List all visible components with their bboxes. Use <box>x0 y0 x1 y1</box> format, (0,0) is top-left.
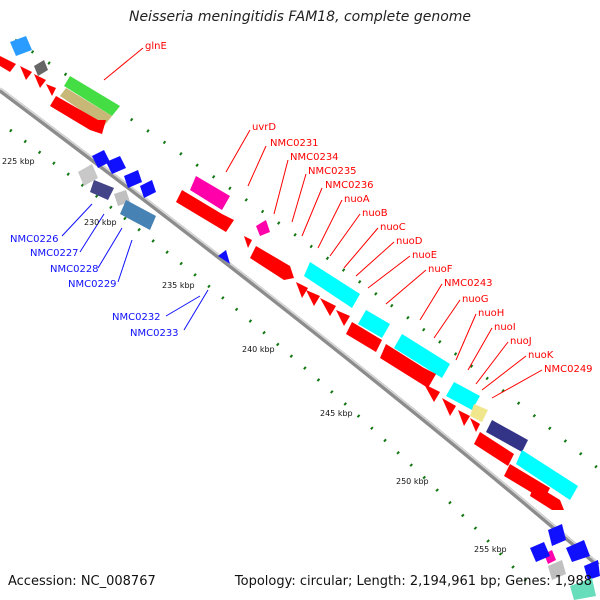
cds-red-arrow <box>0 56 16 72</box>
feature-blue-small <box>10 36 32 56</box>
leader-lines-blue <box>61 203 209 331</box>
tick-label: 250 kbp <box>396 477 429 486</box>
gene-label: NMC0249 <box>544 364 593 375</box>
cds-red-arrow <box>20 66 32 80</box>
cds-nuo <box>474 432 514 466</box>
gene-label: nuoD <box>396 236 423 247</box>
gene-label: nuoE <box>412 250 437 261</box>
tick-label: 255 kbp <box>474 545 507 554</box>
feature-navy <box>486 420 528 452</box>
feature-cyan <box>446 382 480 410</box>
tick-label: 230 kbp <box>84 218 117 227</box>
feature-steel <box>120 200 156 230</box>
cds-red-arrow <box>34 74 46 88</box>
feature-cyan <box>304 262 360 308</box>
gene-label: NMC0231 <box>270 138 319 149</box>
cds-nuo <box>320 298 336 316</box>
gene-label: NMC0232 <box>112 312 161 323</box>
gene-label: glnE <box>145 41 167 52</box>
feature-gray-box <box>34 60 48 76</box>
gene-label: nuoK <box>528 350 554 361</box>
cds-blue <box>124 170 142 188</box>
cds-nuo <box>458 410 470 426</box>
genome-stats-text: Topology: circular; Length: 2,194,961 bp… <box>234 574 592 589</box>
gene-label: nuoC <box>380 222 406 233</box>
feature-magenta <box>190 176 230 210</box>
cds-nuo <box>296 282 308 298</box>
cds-blue <box>106 156 126 174</box>
gene-label: nuoA <box>344 194 370 205</box>
cds-nuo <box>470 418 480 432</box>
cds-nuo <box>336 310 350 326</box>
cds-nuo <box>442 398 456 416</box>
gene-label: NMC0227 <box>30 248 79 259</box>
cds-uvrD <box>176 190 234 232</box>
cds-red-arrow <box>46 84 56 96</box>
accession-text: Accession: NC_008767 <box>8 574 156 589</box>
gene-label: NMC0235 <box>308 166 357 177</box>
cds-nuo <box>530 484 564 510</box>
cds-nuo <box>250 246 294 280</box>
feature-teal <box>570 578 596 600</box>
gene-label: nuoJ <box>510 336 532 347</box>
feature-cyan <box>394 334 450 378</box>
cds-blue <box>584 560 600 580</box>
feature-gray <box>548 560 566 580</box>
tick-label: 245 kbp <box>320 409 353 418</box>
feature-cyan <box>516 450 578 500</box>
cds-nuo <box>306 290 320 306</box>
cds-glnE <box>50 96 106 134</box>
gene-label: NMC0233 <box>130 328 179 339</box>
gene-label: NMC0236 <box>325 180 374 191</box>
feature-green-bar <box>64 76 120 116</box>
feature-cyan <box>358 310 390 338</box>
gene-label: nuoH <box>478 308 504 319</box>
tick-label: 240 kbp <box>242 345 275 354</box>
gene-label: nuoI <box>494 322 516 333</box>
feature-khaki <box>470 404 488 422</box>
feature-olive-bar <box>60 88 112 126</box>
cds-blue <box>566 540 590 562</box>
gene-label: NMC0243 <box>444 278 493 289</box>
cds-blue <box>548 524 566 546</box>
cds-small <box>244 236 252 248</box>
cds-blue <box>530 542 550 562</box>
leader-lines-red <box>103 47 543 399</box>
tick-ring-inner <box>9 128 532 587</box>
gene-label: nuoB <box>362 208 388 219</box>
cds-blue <box>92 150 110 168</box>
map-title: Neisseria meningitidis FAM18, complete g… <box>128 9 472 25</box>
cds-nuo <box>424 384 440 402</box>
gene-label: uvrD <box>252 122 276 133</box>
cds-small <box>256 220 270 236</box>
feature-gray <box>78 164 98 186</box>
gene-label: NMC0228 <box>50 264 99 275</box>
tick-label: 235 kbp <box>162 281 195 290</box>
gene-label: NMC0226 <box>10 234 59 245</box>
gene-label: nuoG <box>462 294 489 305</box>
gene-label: NMC0234 <box>290 152 339 163</box>
tick-label: 225 kbp <box>2 157 35 166</box>
gene-label: NMC0229 <box>68 279 117 290</box>
cds-nuo <box>346 322 382 352</box>
cds-blue-small <box>218 250 230 264</box>
cds-nuo <box>380 344 436 388</box>
gene-label: nuoF <box>428 264 453 275</box>
cds-blue <box>140 180 156 198</box>
feature-navy <box>90 180 114 200</box>
